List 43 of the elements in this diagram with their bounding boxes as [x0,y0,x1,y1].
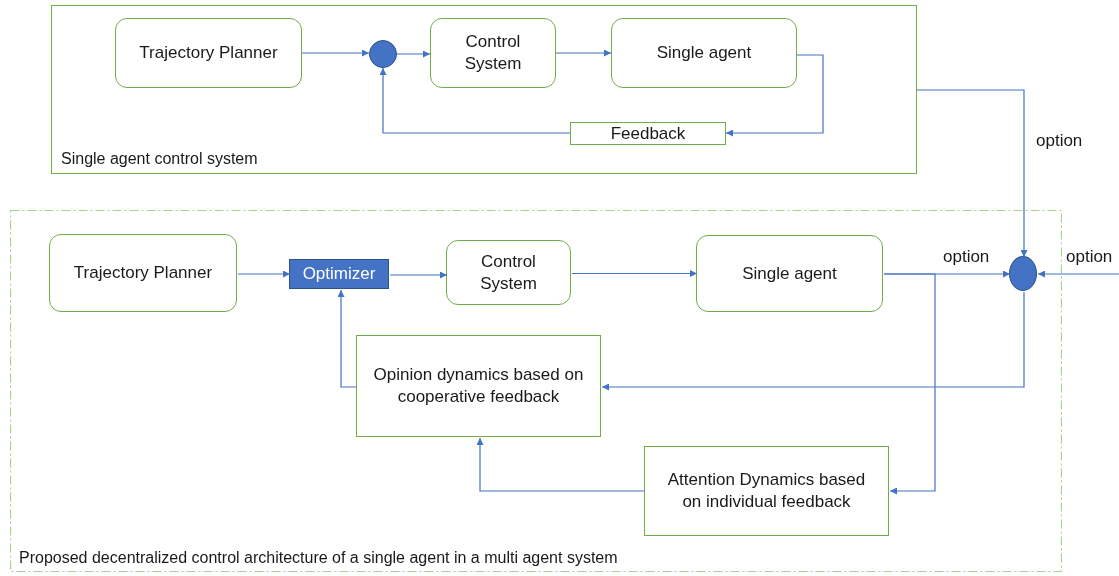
connector-arrow [476,437,646,492]
connector-arrow [571,270,698,277]
edge-label: option [943,247,990,267]
edge-label: option [1036,131,1083,151]
connector-arrow [301,49,370,57]
connector-arrow [555,49,612,57]
connector-arrow [396,50,431,58]
connector-arrow [916,89,1028,258]
process-box [446,240,571,305]
group-frame [10,210,1062,572]
optimizer-block [289,259,389,289]
box-label: Trajectory Planner [73,262,213,284]
summing-junction-circle [1009,256,1037,291]
process-box [49,234,237,312]
connector-arrow [725,54,824,137]
box-label: Optimizer [302,263,376,285]
box-label: Control System [463,31,523,75]
box-label: Control System [479,250,538,295]
connector-arrow [379,67,571,134]
box-label: Trajectory Planner [139,42,278,64]
process-box [115,18,302,88]
process-box [696,235,883,312]
box-label: Opinion dynamics based on cooperative feedback [372,364,585,408]
edge-label: option [1066,247,1113,267]
process-box [611,18,797,88]
group-frame [51,5,917,174]
connector-arrow [601,291,1025,391]
frame-caption: Proposed decentralized control architecture of a single agent in a multi agent system [19,548,618,568]
connector-arrow [1037,270,1119,278]
box-label: Single agent [656,42,752,64]
frame-caption: Single agent control system [61,149,258,169]
process-box [356,335,601,437]
process-box [644,446,889,536]
process-box [430,18,556,88]
connector-arrow [237,270,291,278]
box-label: Single agent [742,262,837,285]
connector-arrow [337,289,358,388]
connector-arrow [883,273,936,495]
process-box [570,122,726,145]
box-label: Attention Dynamics based on individual feedback [666,469,867,513]
summing-junction-circle [369,40,397,68]
connector-arrow [389,271,448,279]
box-label: Feedback [610,122,686,145]
